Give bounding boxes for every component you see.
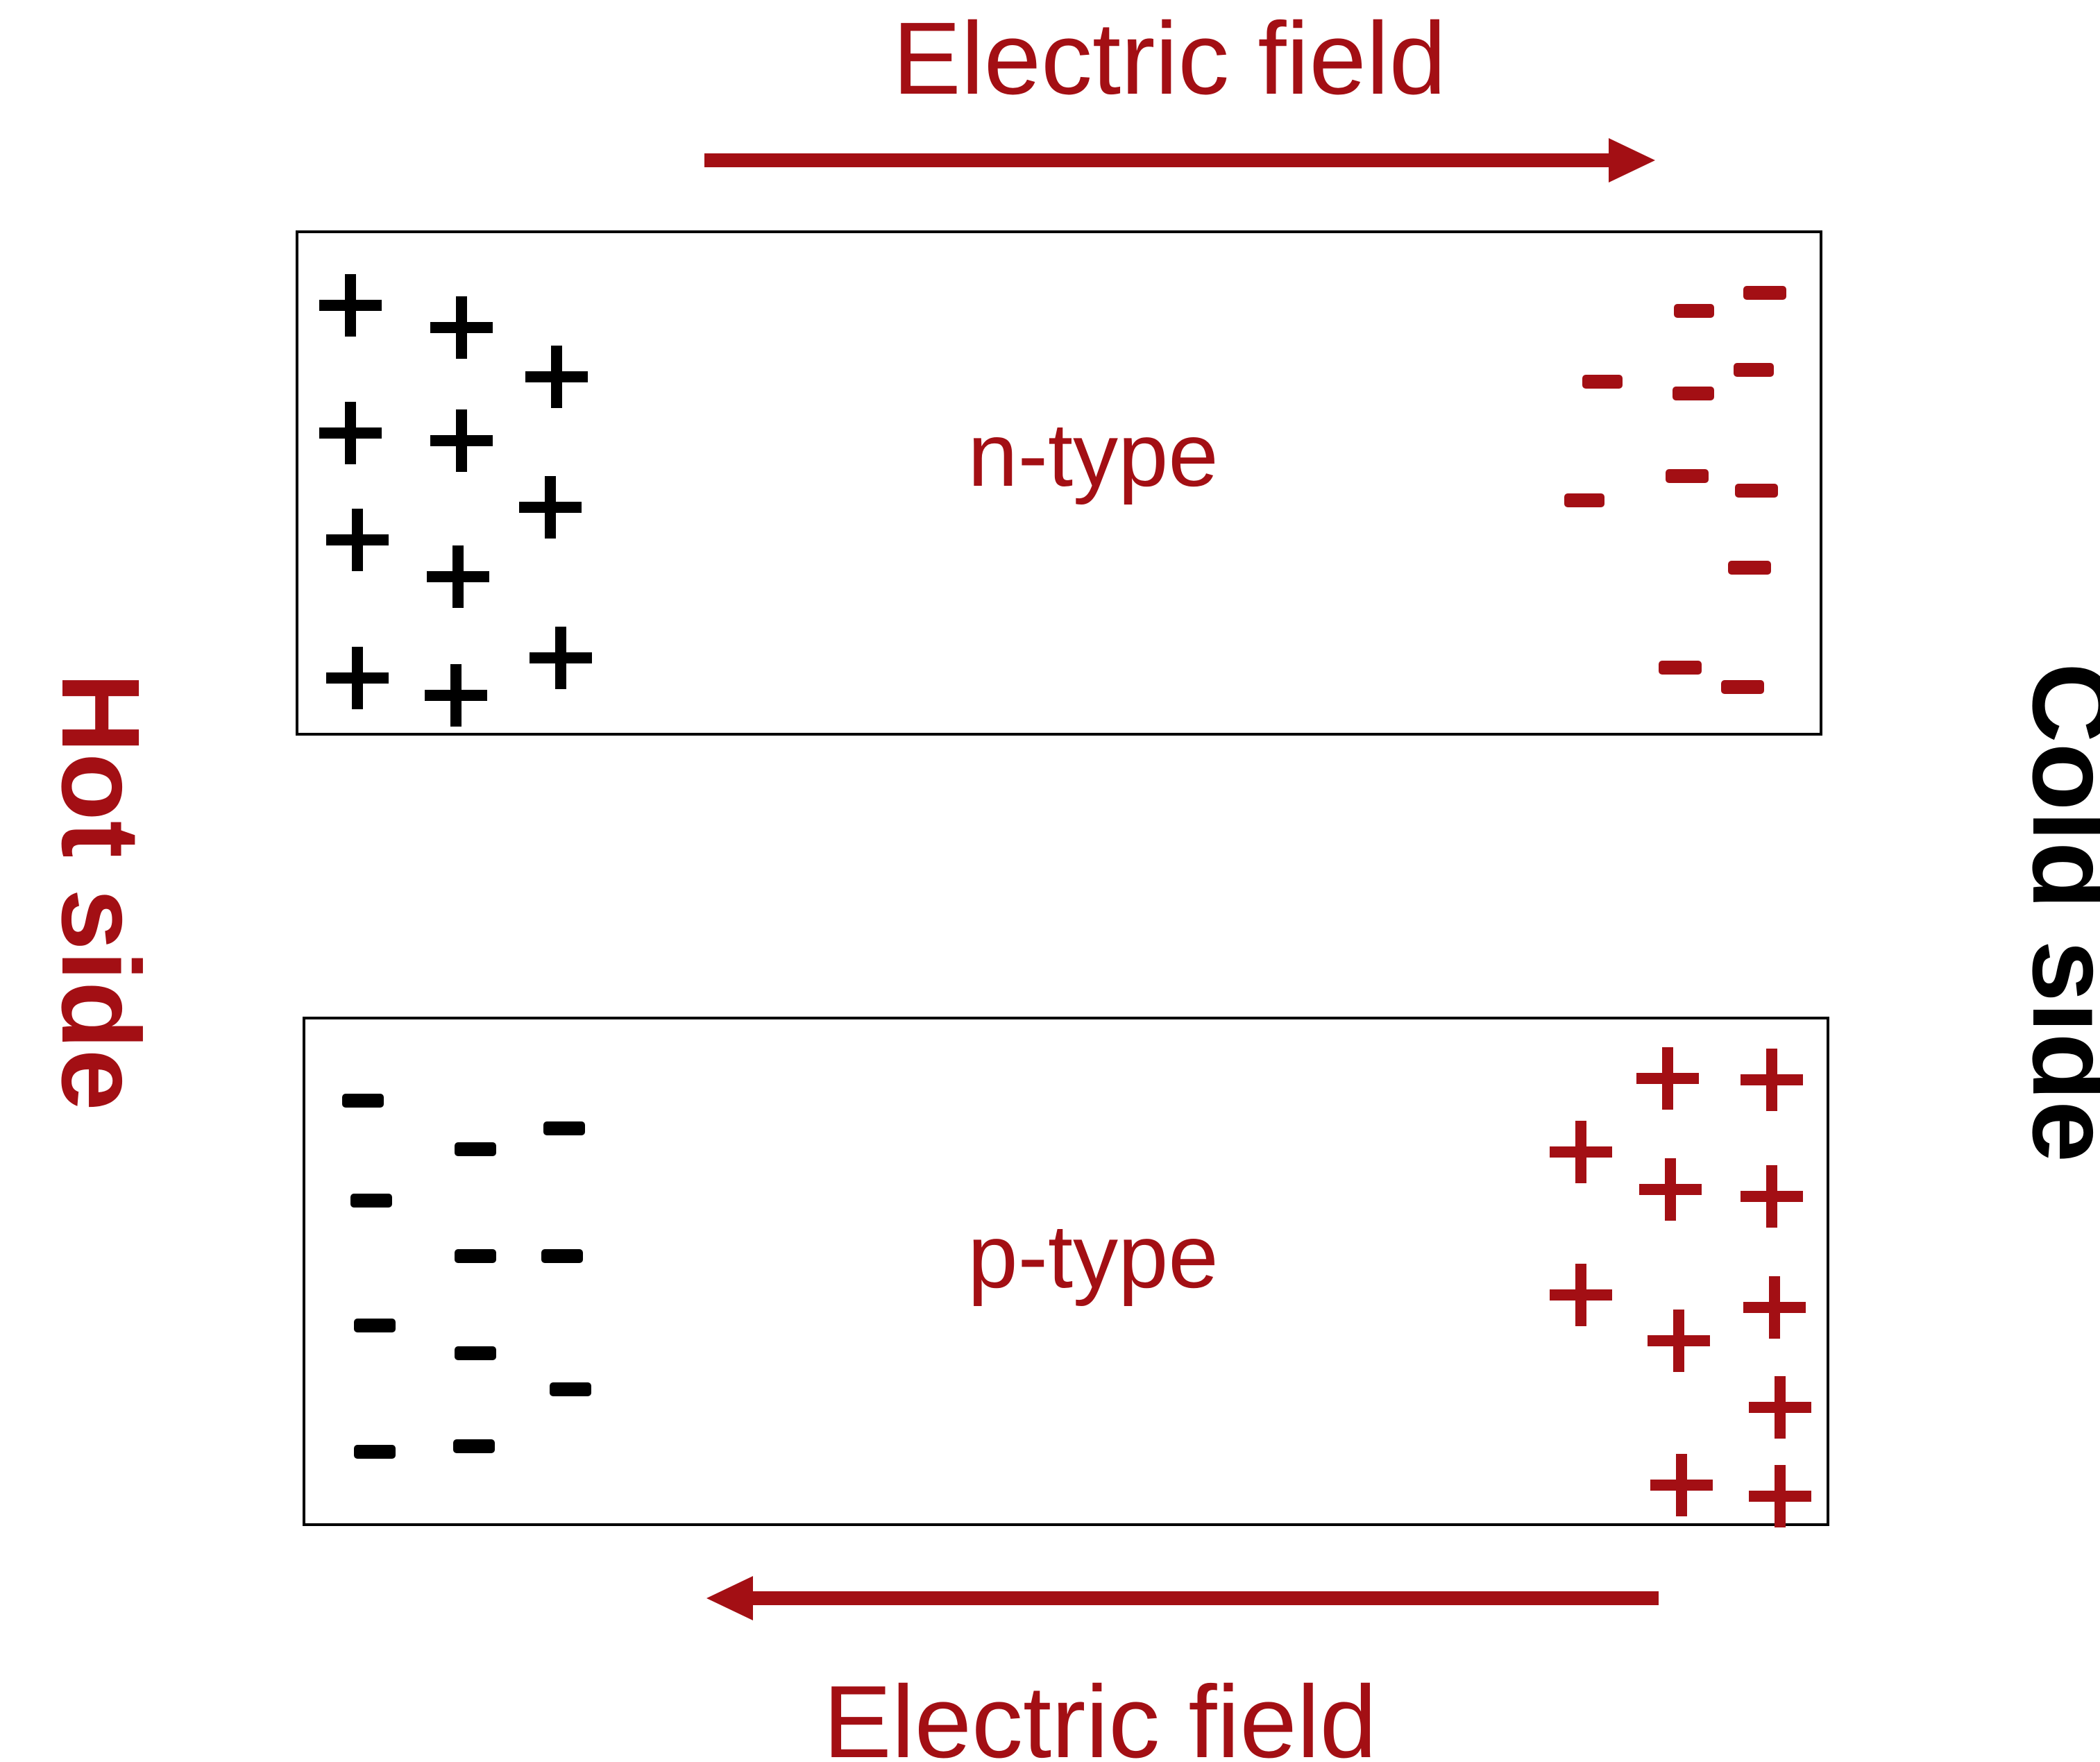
minus-charge — [455, 1249, 496, 1263]
plus-charge — [326, 647, 389, 709]
p-type-block — [303, 1017, 1829, 1526]
plus-charge — [1749, 1376, 1811, 1439]
plus-charge — [427, 545, 489, 608]
n-type-positive-charges — [319, 274, 592, 727]
plus-charge — [1550, 1264, 1612, 1326]
plus-charge — [319, 274, 382, 337]
plus-charge — [1636, 1047, 1699, 1110]
plus-charge — [425, 664, 487, 727]
p-type-label: p-type — [967, 1205, 1218, 1307]
minus-charge — [350, 1194, 392, 1208]
plus-charge — [1550, 1121, 1612, 1183]
minus-charge — [1564, 493, 1604, 507]
plus-charge — [326, 509, 389, 571]
field-label-bottom: Electric field — [823, 1665, 1377, 1762]
minus-charge — [453, 1439, 495, 1453]
minus-charge — [354, 1319, 396, 1332]
minus-charge — [1673, 387, 1714, 400]
n-type-negative-charges — [1564, 286, 1786, 694]
minus-charge — [550, 1382, 591, 1396]
minus-charge — [354, 1445, 396, 1459]
minus-charge — [1721, 680, 1764, 694]
plus-charge — [319, 402, 382, 464]
plus-charge — [430, 409, 493, 472]
minus-charge — [1674, 304, 1714, 318]
plus-charge — [1648, 1310, 1710, 1372]
plus-charge — [1741, 1165, 1803, 1228]
n-type-label: n-type — [967, 404, 1218, 505]
hot-side-label: Hot side — [39, 672, 163, 1110]
minus-charge — [1735, 484, 1778, 498]
minus-charge — [342, 1094, 384, 1108]
plus-charge — [519, 476, 582, 539]
minus-charge — [1666, 469, 1709, 483]
field-arrow-bottom — [706, 1576, 1659, 1620]
p-type-negative-charges — [342, 1094, 591, 1459]
plus-charge — [430, 296, 493, 359]
minus-charge — [455, 1142, 496, 1156]
plus-charge — [1639, 1158, 1702, 1221]
field-label-top: Electric field — [892, 1, 1446, 116]
plus-charge — [1650, 1454, 1713, 1516]
plus-charge — [1749, 1465, 1811, 1527]
minus-charge — [1743, 286, 1786, 300]
minus-charge — [455, 1346, 496, 1360]
plus-charge — [525, 346, 588, 408]
minus-charge — [541, 1249, 583, 1263]
minus-charge — [1582, 375, 1623, 389]
plus-charge — [530, 627, 592, 689]
minus-charge — [543, 1121, 585, 1135]
plus-charge — [1741, 1049, 1803, 1111]
minus-charge — [1659, 661, 1702, 675]
cold-side-label: Cold side — [2010, 663, 2100, 1162]
plus-charge — [1743, 1276, 1806, 1339]
minus-charge — [1728, 561, 1771, 575]
minus-charge — [1734, 363, 1774, 377]
p-type-positive-charges — [1550, 1047, 1811, 1527]
field-arrow-top — [704, 138, 1655, 183]
